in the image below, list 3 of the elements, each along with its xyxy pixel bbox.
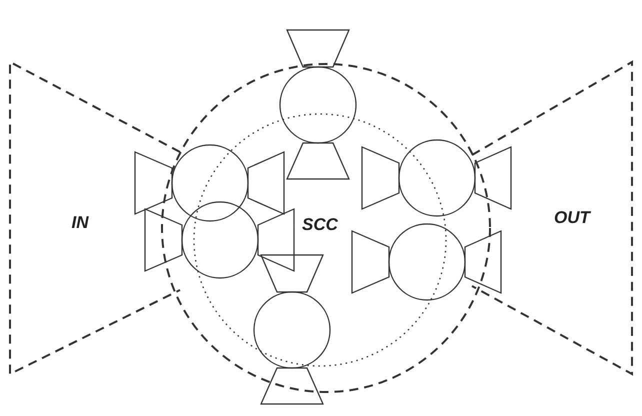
region-label: SCC [302,215,338,235]
region-label: OUT [554,208,590,228]
region-label: IN [72,213,88,233]
